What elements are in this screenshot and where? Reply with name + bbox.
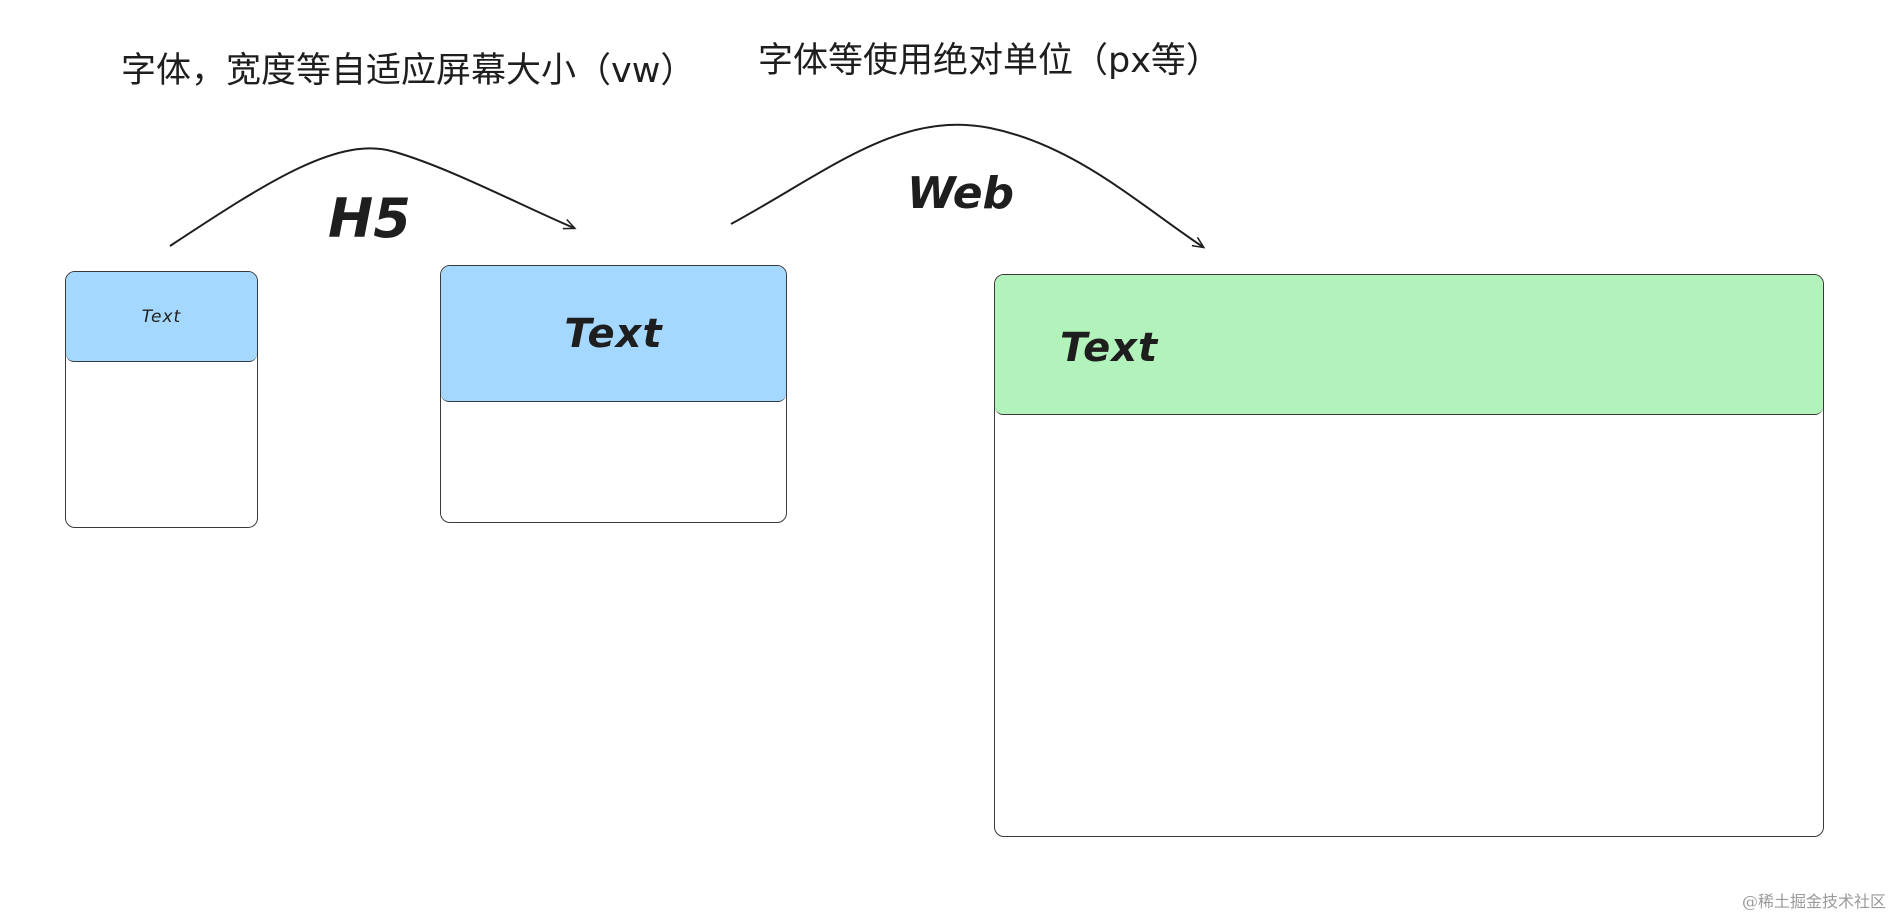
watermark: @稀土掘金技术社区: [1741, 892, 1886, 911]
caption-adaptive: 字体，宽度等自适应屏幕大小（vw）: [121, 51, 696, 91]
small-screen-header: Text: [66, 272, 257, 362]
web-screen-frame: Text: [994, 274, 1824, 837]
mid-screen-frame: Text: [440, 265, 787, 523]
web-screen-header: Text: [995, 275, 1823, 415]
mid-screen-header: Text: [441, 266, 786, 402]
mid-header-text: Text: [564, 310, 663, 357]
h5-arrow-label: H5: [328, 187, 411, 250]
caption-absolute-units: 字体等使用绝对单位（px等）: [758, 41, 1221, 81]
h5-arrow: [169, 147, 577, 247]
web-arrow: [730, 123, 1206, 249]
small-header-text: Text: [141, 306, 182, 327]
small-screen-frame: Text: [65, 271, 258, 528]
web-header-text: Text: [1060, 324, 1159, 371]
web-arrow-label: Web: [907, 168, 1015, 219]
